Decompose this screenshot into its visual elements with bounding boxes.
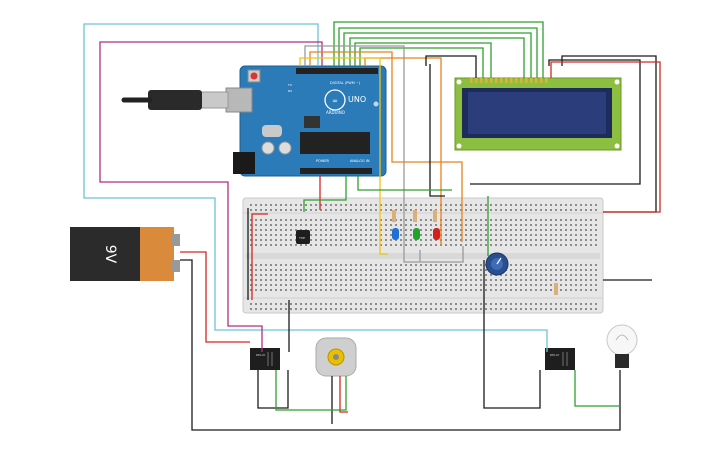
relay-right-label: RELAY (550, 353, 560, 357)
power-label: POWER (316, 159, 330, 163)
resistors[interactable] (392, 210, 558, 295)
digital-header (296, 68, 378, 74)
analog-label: ANALOG IN (350, 159, 370, 163)
digital-label: DIGITAL (PWM ~) (330, 81, 361, 85)
led-green[interactable] (413, 228, 420, 240)
usb-cable (121, 90, 229, 110)
usb-port (225, 87, 253, 113)
arduino-uno[interactable]: ∞ UNO ARDUINO DIGITAL (PWM ~) POWER ANAL… (225, 65, 387, 177)
led-blue[interactable] (392, 228, 399, 240)
relay-left[interactable]: RELAY (250, 348, 280, 370)
transistor-label: TMP (298, 236, 305, 240)
light-bulb[interactable] (606, 324, 638, 368)
breadboard[interactable] (242, 197, 604, 314)
power-jack (233, 152, 255, 174)
rx-label: RX (288, 89, 292, 93)
potentiometer[interactable] (485, 252, 509, 276)
battery-label: 9V (102, 245, 118, 264)
tx-label: TX (287, 83, 292, 87)
svg-text:∞: ∞ (332, 97, 338, 105)
led-red[interactable] (433, 228, 440, 240)
arduino-brand: ARDUINO (326, 110, 345, 115)
relay-right[interactable]: RELAY (545, 348, 575, 370)
transistor[interactable]: TMP (296, 230, 310, 244)
lcd-screen (468, 92, 606, 134)
relay-left-label: RELAY (256, 353, 266, 357)
arduino-model: UNO (348, 95, 366, 104)
dc-motor[interactable] (315, 337, 357, 377)
analog-power-header (300, 168, 372, 174)
lcd-pin-header (470, 78, 548, 83)
lcd-display[interactable] (454, 77, 622, 151)
atmega-chip (300, 132, 370, 154)
battery-9v[interactable]: 9V (70, 227, 180, 281)
wires (83, 21, 661, 431)
